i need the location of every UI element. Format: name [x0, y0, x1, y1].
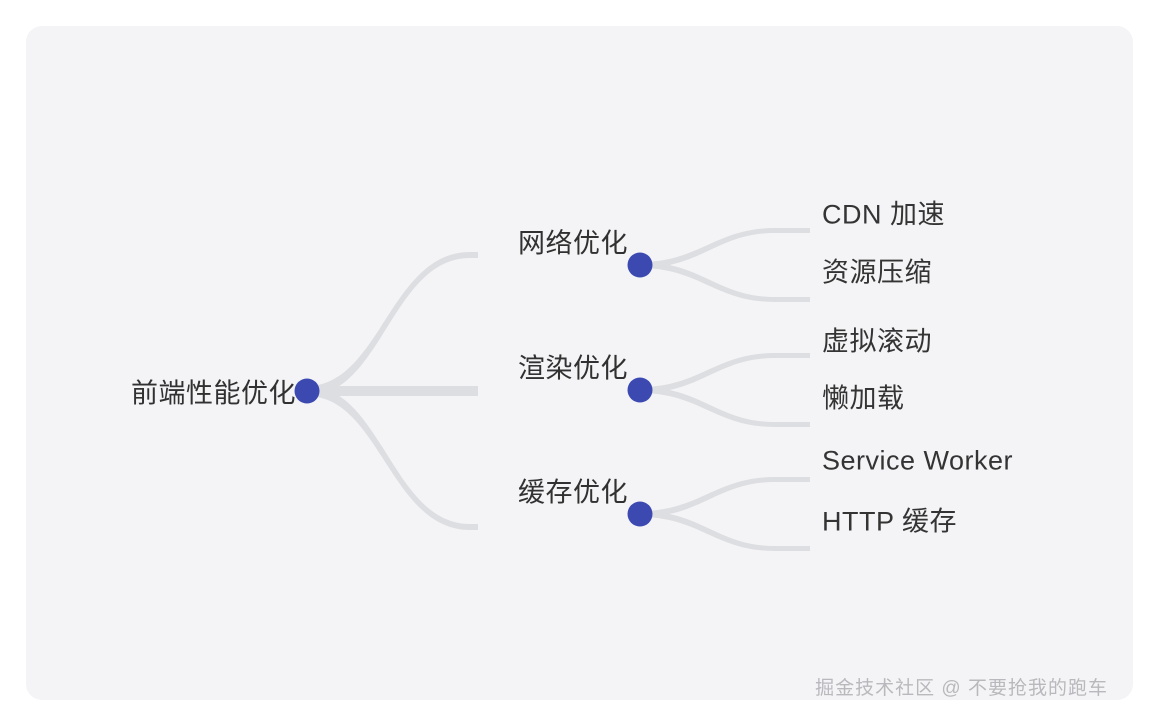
branch-node-label-2[interactable]: 渲染优化 — [518, 353, 628, 384]
mindmap-card — [26, 26, 1133, 700]
leaf-node-label-2-2[interactable]: 懒加载 — [822, 383, 905, 414]
root-node-dot[interactable] — [294, 378, 320, 404]
branch-node-dot-3[interactable] — [627, 501, 653, 527]
branch-node-label-1[interactable]: 网络优化 — [518, 228, 628, 259]
leaf-node-label-3-2[interactable]: HTTP 缓存 — [822, 506, 958, 537]
root-node-label[interactable]: 前端性能优化 — [131, 378, 296, 409]
watermark-text: 掘金技术社区 @ 不要抢我的跑车 — [815, 678, 1108, 699]
branch-node-dot-1[interactable] — [627, 252, 653, 278]
branch-node-label-3[interactable]: 缓存优化 — [518, 477, 628, 508]
leaf-node-label-1-1[interactable]: CDN 加速 — [822, 199, 945, 230]
branch-node-dot-2[interactable] — [627, 377, 653, 403]
leaf-node-label-3-1[interactable]: Service Worker — [822, 445, 1014, 476]
leaf-node-label-1-2[interactable]: 资源压缩 — [822, 257, 932, 288]
leaf-node-label-2-1[interactable]: 虚拟滚动 — [822, 326, 932, 357]
